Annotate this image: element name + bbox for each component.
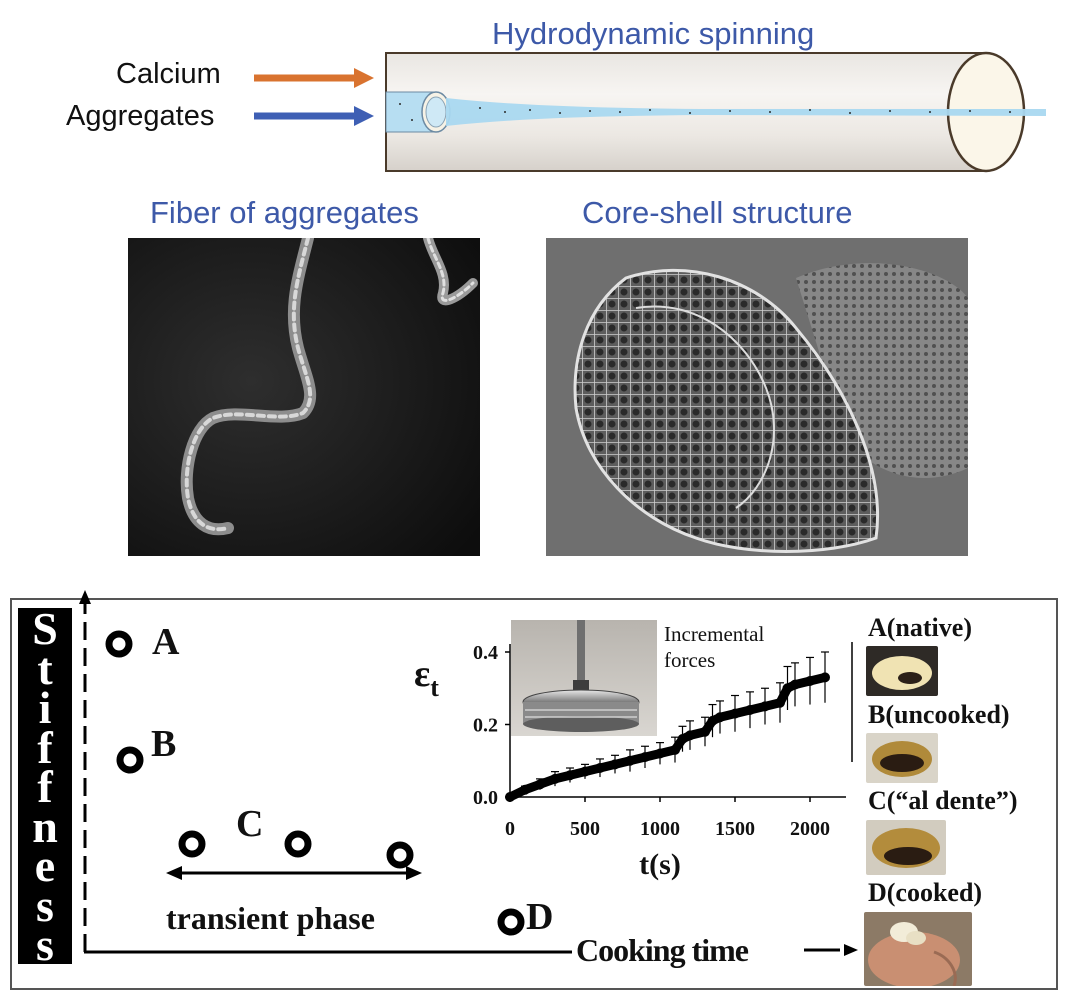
chart-x-tick-label: 0 — [505, 818, 515, 840]
fiber-title: Fiber of aggregates — [150, 195, 419, 230]
jet-particles — [399, 103, 1011, 121]
aggregate-jet — [446, 98, 1046, 126]
legend-b: B(uncooked) — [868, 700, 1010, 729]
inner-capillary — [385, 91, 451, 133]
y-axis-letter: e — [34, 840, 56, 892]
y-axis-letter: s — [36, 879, 54, 931]
inset-photo-label-1: Incremental — [664, 622, 765, 646]
calcium-label: Calcium — [116, 58, 221, 90]
legend-d: D(cooked) — [868, 878, 983, 907]
chart-point — [565, 770, 575, 781]
y-axis-letter: t — [37, 642, 53, 694]
chart-point — [790, 679, 800, 690]
strain-chart: 0 500 1000 1500 2000 0.0 0.2 0.4 εt t(s) — [414, 642, 846, 881]
y-axis-letter: S — [32, 603, 58, 654]
inset-photo-label-2: forces — [664, 648, 716, 672]
chart-x-tick-label: 2000 — [790, 818, 830, 840]
point-c1 — [178, 830, 206, 858]
chart-point — [760, 701, 770, 712]
chart-point — [550, 773, 560, 784]
chart-point — [782, 683, 793, 694]
chart-y-tick-label: 0.2 — [473, 715, 498, 737]
chart-y-tick-label: 0.0 — [473, 787, 498, 809]
chart-y-label: εt — [414, 653, 439, 702]
chart-point — [707, 715, 718, 726]
legend-a: A(native) — [868, 613, 972, 642]
point-d-label: D — [526, 896, 554, 938]
chart-point — [580, 766, 590, 777]
chart-point — [655, 748, 665, 759]
aggregates-arrow — [254, 106, 374, 126]
chart-point — [805, 676, 815, 686]
chart-point — [745, 705, 755, 715]
chart-point — [700, 726, 710, 737]
chart-x-label: t(s) — [639, 848, 681, 881]
calcium-arrow — [254, 68, 374, 88]
y-axis-letter: n — [32, 800, 58, 852]
chart-point — [520, 784, 530, 795]
fiber-micrograph — [128, 238, 480, 556]
bean-photo-al-dente — [866, 820, 946, 875]
point-b — [116, 746, 144, 774]
stiffness-axes — [79, 590, 858, 956]
spinning-title: Hydrodynamic spinning — [492, 16, 815, 51]
chart-point — [505, 792, 515, 802]
core-shell-micrograph — [546, 238, 968, 556]
point-d — [497, 908, 525, 936]
chart-x-tick-label: 1000 — [640, 818, 680, 840]
point-a — [105, 630, 133, 658]
chart-x-tick-label: 500 — [570, 818, 600, 840]
y-axis-letter: f — [37, 721, 53, 773]
point-c2 — [284, 830, 312, 858]
chart-point — [730, 708, 740, 719]
x-axis-label: Cooking time — [576, 932, 749, 968]
chart-points — [505, 672, 830, 802]
y-axis-letter: i — [38, 682, 52, 734]
chart-axes — [505, 644, 846, 802]
bean-photo-cooked — [864, 912, 972, 986]
chart-point — [595, 763, 605, 773]
chart-point — [610, 759, 620, 770]
point-b-label: B — [151, 723, 177, 765]
chart-point — [820, 672, 830, 683]
bean-photo-native — [866, 646, 938, 696]
legend-c: C(“al dente”) — [868, 786, 1018, 815]
chart-point — [625, 755, 635, 766]
point-c-label: C — [236, 803, 264, 845]
chart-point — [640, 752, 650, 763]
chart-point — [775, 697, 785, 708]
point-c3 — [386, 841, 414, 869]
point-a-label: A — [152, 621, 180, 663]
y-axis-letter: s — [36, 919, 54, 971]
core-shell-title: Core-shell structure — [582, 195, 853, 230]
chart-tick-labels: 0 500 1000 1500 2000 0.0 0.2 0.4 — [473, 642, 830, 840]
aggregates-label: Aggregates — [66, 100, 215, 132]
transient-phase-label: transient phase — [166, 900, 375, 936]
chart-point — [677, 734, 688, 744]
chart-y-tick-label: 0.4 — [473, 642, 498, 664]
chart-point — [670, 744, 680, 755]
rheometer-photo — [511, 620, 657, 736]
bean-photo-uncooked — [866, 733, 938, 783]
chart-point — [685, 730, 695, 741]
y-axis-letter: f — [37, 761, 53, 813]
chart-point — [535, 779, 545, 790]
chart-point — [715, 712, 725, 723]
chart-x-tick-label: 1500 — [715, 818, 755, 840]
spinning-tube-diagram — [254, 51, 1046, 173]
